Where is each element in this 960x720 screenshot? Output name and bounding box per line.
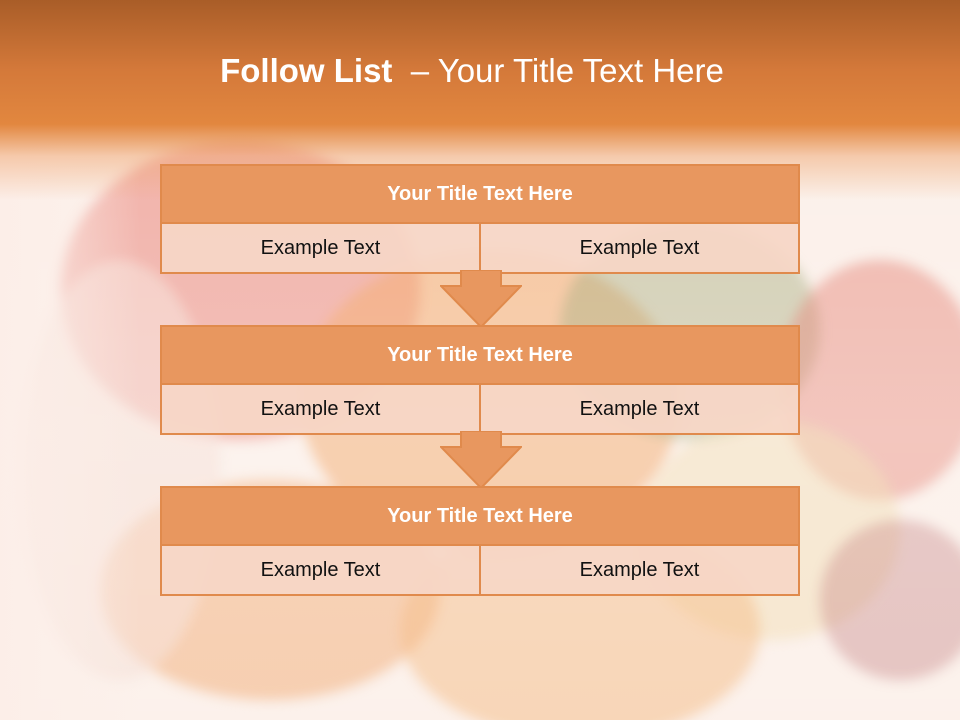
step-1-left-text: Example Text: [260, 236, 381, 259]
slide-title-rest: – Your Title Text Here: [410, 52, 724, 89]
step-row-3: Example Text Example Text: [162, 546, 798, 594]
step-3-right-text: Example Text: [479, 546, 798, 594]
step-title-3: Your Title Text Here: [162, 488, 798, 546]
down-arrow-icon: [440, 270, 522, 328]
slide-title-bold: Follow List: [220, 52, 393, 89]
step-box-3: Your Title Text Here Example Text Exampl…: [160, 486, 800, 596]
step-box-1: Your Title Text Here Example Text Exampl…: [160, 164, 800, 274]
step-title-1: Your Title Text Here: [162, 166, 798, 224]
step-2-right-text: Example Text: [479, 385, 798, 433]
step-2-left-text: Example Text: [260, 397, 381, 420]
step-1-right-text: Example Text: [479, 224, 798, 272]
step-title-2: Your Title Text Here: [162, 327, 798, 385]
step-box-2: Your Title Text Here Example Text Exampl…: [160, 325, 800, 435]
down-arrow-icon: [440, 431, 522, 489]
step-row-1: Example Text Example Text: [162, 224, 798, 272]
step-3-left-text: Example Text: [260, 558, 381, 581]
step-row-2: Example Text Example Text: [162, 385, 798, 433]
slide-title: Follow List – Your Title Text Here: [0, 52, 944, 90]
